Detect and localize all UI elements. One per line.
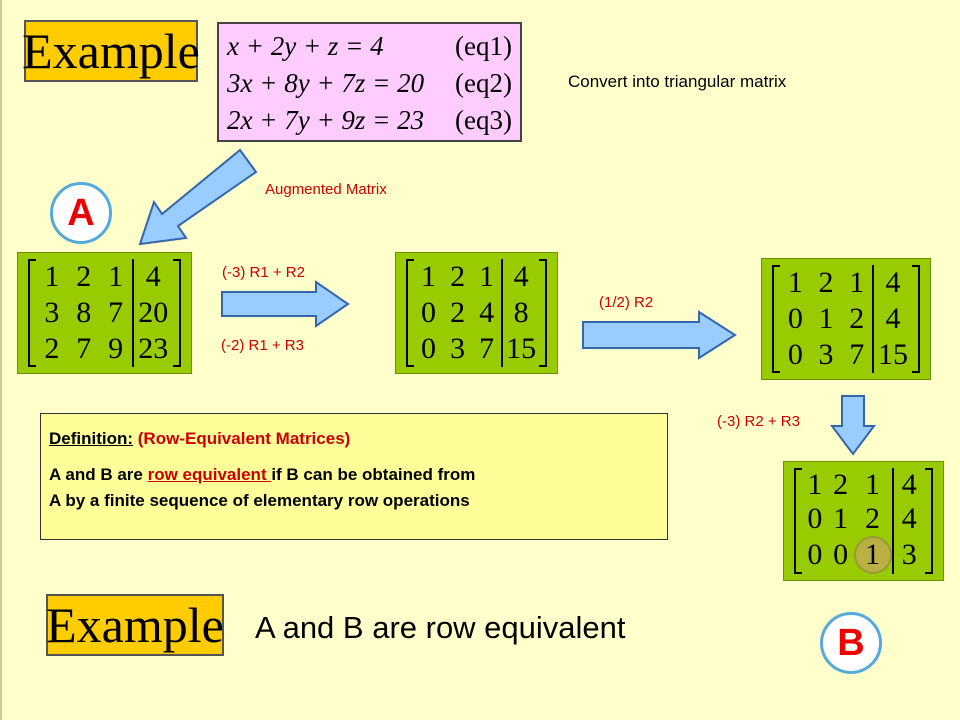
matrix-step-1: 1 2 1 4 0 2 4 8 0 3 7 15 — [395, 252, 558, 374]
diagonal-arrow-icon — [138, 148, 258, 246]
matrix-augmented: 1 2 1 4 3 8 7 20 2 7 9 23 — [17, 252, 192, 374]
matrix-cell: 15 — [501, 331, 539, 367]
matrix-cell: 7 — [76, 332, 92, 365]
matrix-cell: 7 — [108, 296, 124, 329]
augmented-matrix-label: Augmented Matrix — [265, 181, 387, 198]
matrix-b-badge: B — [820, 612, 882, 674]
equation-row: 3x + 8y + 7z = 20 (eq2) — [227, 65, 512, 102]
example-label-top: Example — [22, 20, 200, 82]
matrix-step-2: 1 2 1 4 0 1 2 4 0 3 7 15 — [761, 258, 931, 380]
matrix-cell: 0 — [807, 502, 823, 535]
matrix-cell: 0 — [833, 538, 849, 571]
definition-line-1: A and B are row equivalent if B can be o… — [49, 462, 659, 488]
definition-title-line: Definition: (Row-Equivalent Matrices) — [49, 426, 659, 452]
matrix-cell: 20 — [131, 295, 173, 331]
matrix-a-badge: A — [50, 182, 112, 244]
matrix-cell: 2 — [818, 266, 834, 299]
definition-text: if B can be obtained from — [271, 465, 476, 484]
matrix-cell: 2 — [450, 260, 466, 293]
matrix-cell: 1 — [479, 260, 495, 293]
equation-tag: (eq2) — [455, 68, 512, 98]
conclusion-text: A and B are row equivalent — [255, 610, 626, 645]
matrix-cell: 1 — [849, 266, 865, 299]
row-op-label-4: (-3) R2 + R3 — [717, 413, 800, 430]
matrix-cell: 3 — [818, 338, 834, 371]
convert-instruction: Convert into triangular matrix — [568, 72, 787, 91]
row-op-label-1: (-3) R1 + R2 — [222, 264, 305, 281]
matrix-cell: 8 — [76, 296, 92, 329]
matrix-cell: 4 — [131, 259, 173, 295]
row-op-label-2: (-2) R1 + R3 — [221, 337, 304, 354]
equation-row: 2x + 7y + 9z = 23 (eq3) — [227, 102, 512, 139]
matrix-cell: 9 — [108, 332, 124, 365]
matrix-cell: 2 — [865, 502, 880, 535]
equation-tag: (eq3) — [455, 105, 512, 135]
equation-lhs: 2x + 7y + 9z = 23 — [227, 105, 425, 135]
matrix-cell: 1 — [44, 260, 60, 293]
matrix-cell: 0 — [421, 332, 437, 365]
matrix-cell: 1 — [108, 260, 124, 293]
matrix-cell: 2 — [849, 302, 865, 335]
matrix-cell: 8 — [501, 295, 539, 331]
matrix-cell: 4 — [891, 502, 925, 536]
row-op-label-3: (1/2) R2 — [599, 294, 654, 311]
matrix-cell: 1 — [865, 468, 880, 501]
matrix-cell: 1 — [421, 260, 437, 293]
matrix-cell: 0 — [807, 538, 823, 571]
matrix-cell: 7 — [479, 332, 495, 365]
right-arrow-icon — [582, 310, 737, 360]
down-arrow-icon — [830, 395, 876, 456]
matrix-cell: 15 — [872, 337, 912, 373]
matrix-cell: 3 — [891, 536, 925, 574]
matrix-triangular: 1 2 1 4 0 1 2 4 0 0 1 3 — [783, 461, 944, 581]
equation-system: x + 2y + z = 4 (eq1) 3x + 8y + 7z = 20 (… — [217, 22, 522, 142]
matrix-cell: 3 — [44, 296, 60, 329]
definition-box: Definition: (Row-Equivalent Matrices) A … — [40, 413, 668, 540]
matrix-cell: 4 — [479, 296, 495, 329]
matrix-cell: 0 — [787, 338, 803, 371]
matrix-cell: 2 — [833, 468, 849, 501]
equation-tag: (eq1) — [455, 31, 512, 61]
definition-text: A and B are — [49, 465, 148, 484]
matrix-cell: 1 — [818, 302, 834, 335]
equation-row: x + 2y + z = 4 (eq1) — [227, 28, 512, 65]
matrix-cell: 1 — [787, 266, 803, 299]
matrix-cell: 4 — [872, 265, 912, 301]
matrix-cell: 3 — [450, 332, 466, 365]
matrix-cell: 2 — [76, 260, 92, 293]
definition-line-2: A by a finite sequence of elementary row… — [49, 491, 470, 510]
definition-subtitle: (Row-Equivalent Matrices) — [133, 429, 351, 448]
matrix-cell: 1 — [833, 502, 849, 535]
matrix-cell: 0 — [787, 302, 803, 335]
example-label-bottom: Example — [46, 594, 224, 656]
highlight-circle: 1 — [853, 536, 892, 574]
matrix-cell: 7 — [849, 338, 865, 371]
right-arrow-icon — [221, 280, 350, 328]
matrix-cell: 1 — [807, 468, 823, 501]
definition-title: Definition: — [49, 429, 134, 448]
equation-lhs: x + 2y + z = 4 — [227, 31, 384, 61]
matrix-cell: 4 — [891, 468, 925, 502]
matrix-cell: 23 — [131, 331, 173, 367]
matrix-cell: 2 — [44, 332, 60, 365]
matrix-cell-highlighted: 1 — [853, 536, 892, 574]
equation-lhs: 3x + 8y + 7z = 20 — [227, 68, 425, 98]
matrix-cell: 4 — [872, 301, 912, 337]
definition-term: row equivalent — [147, 465, 272, 484]
matrix-cell: 2 — [450, 296, 466, 329]
matrix-cell: 4 — [501, 259, 539, 295]
matrix-cell: 0 — [421, 296, 437, 329]
